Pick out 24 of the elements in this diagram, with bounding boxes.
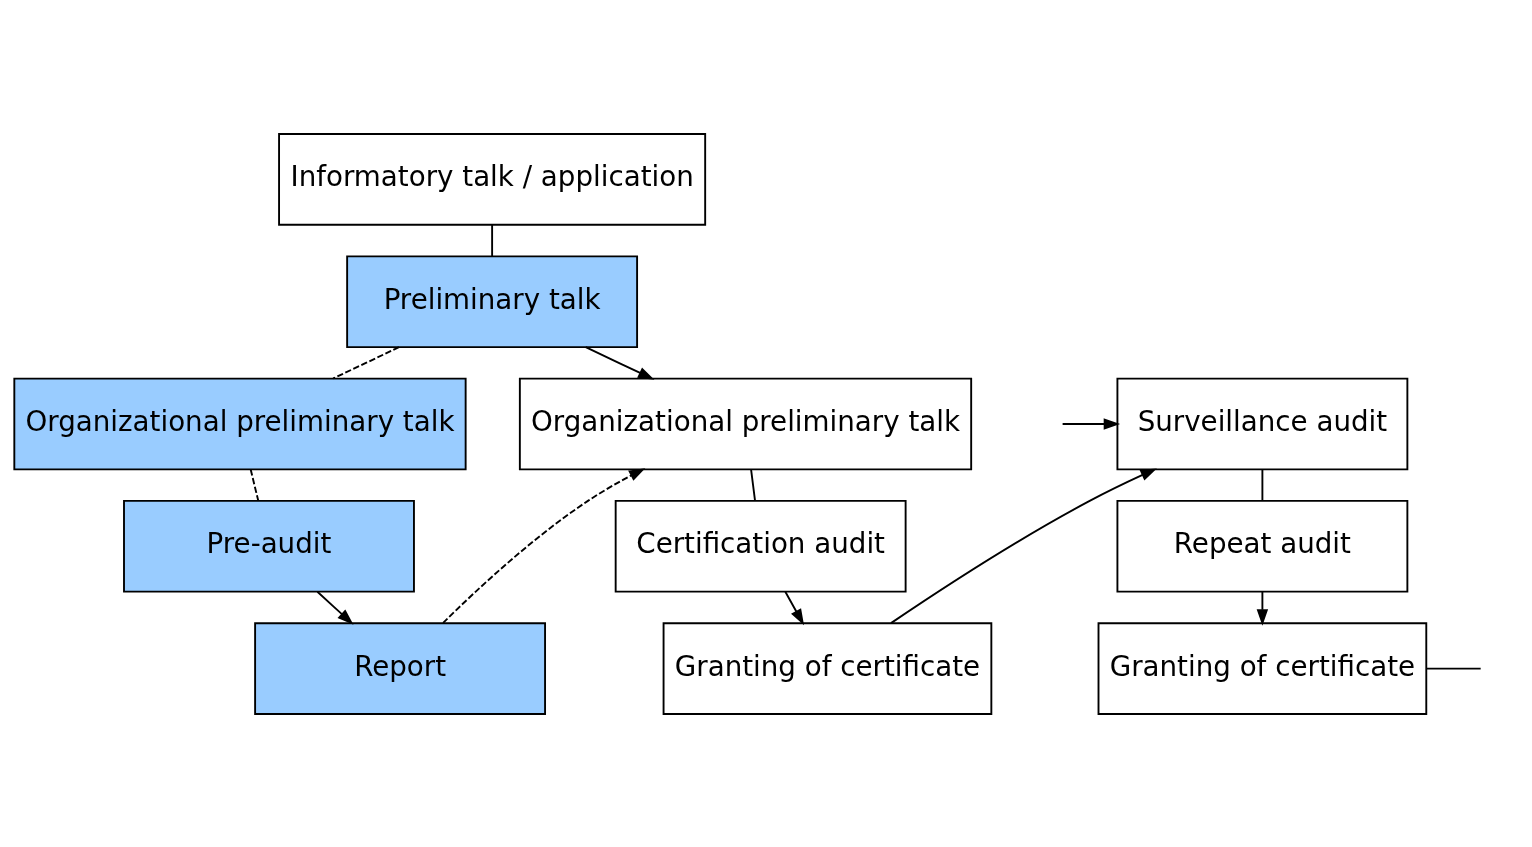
node-box: Granting of certificate	[1097, 621, 1428, 715]
connector	[1425, 667, 1482, 669]
arrow	[584, 345, 655, 380]
node-box: Organizational preliminary talk	[13, 377, 467, 470]
connector	[332, 345, 400, 379]
node-box: Surveillance audit	[1116, 377, 1409, 470]
node-box: Preliminary talk	[346, 254, 639, 348]
arrow	[1061, 417, 1121, 430]
connector	[491, 223, 494, 257]
arrow	[784, 590, 805, 625]
arrow	[442, 467, 646, 624]
node-box: Informatory talk / application	[278, 132, 707, 226]
connector	[1261, 468, 1264, 501]
node-box: Granting of certificate	[662, 621, 993, 715]
node-box: Pre-audit	[123, 499, 415, 593]
arrow	[1256, 590, 1269, 626]
arrow	[316, 590, 354, 625]
connector	[750, 468, 756, 501]
node-box: Report	[254, 621, 546, 715]
arrow	[890, 467, 1157, 624]
node-box: Organizational preliminary talk	[518, 377, 973, 470]
node-box: Certification audit	[614, 499, 907, 593]
connector	[249, 468, 260, 501]
node-box: Repeat audit	[1116, 499, 1409, 593]
